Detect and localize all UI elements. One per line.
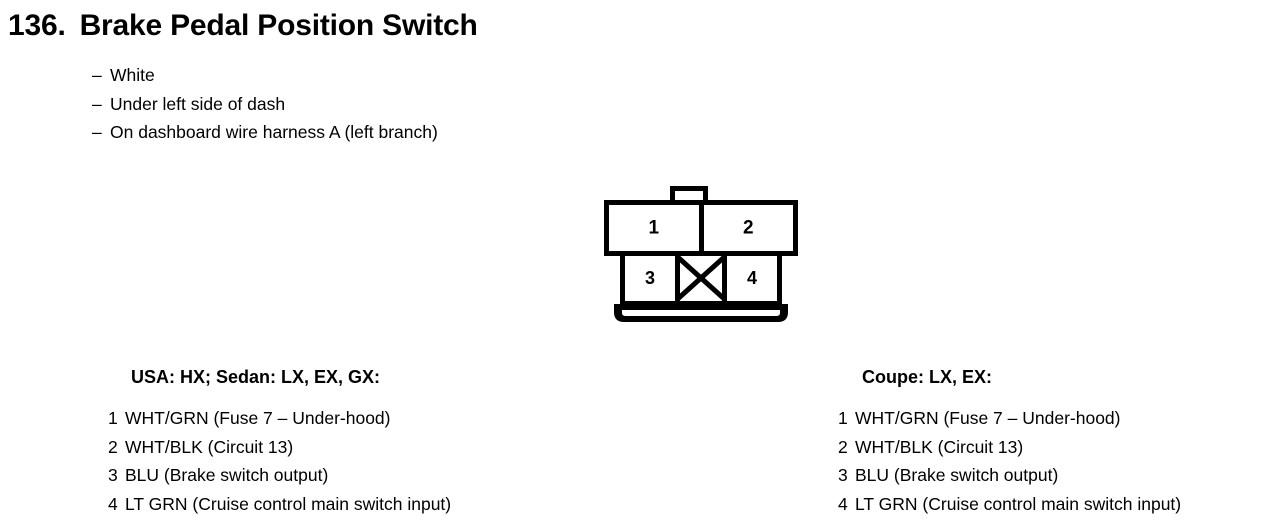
cavity-number-4: 4 [746,267,757,288]
x-cross-icon [680,254,722,301]
description-text: On dashboard wire harness A (left branch… [110,122,438,142]
connector-cavity-1: 1 [609,205,699,251]
connector-cavity-2: 2 [698,205,794,251]
bullet-dash-icon: – [92,65,102,85]
cavity-number-3: 3 [644,267,655,288]
description-text: White [110,65,155,85]
connector-bottom-row: 3 4 [620,254,782,306]
pin-description: WHT/GRN (Fuse 7 – Under-hood) [125,408,391,428]
description-text: Under left side of dash [110,93,286,114]
pin-column-heading: Coupe: LX, EX: [862,367,992,387]
pin-assignment-row: 2 WHT/BLK (Circuit 13) [838,433,1181,462]
pin-description: BLU (Brake switch output) [855,465,1059,485]
pin-description: WHT/BLK (Circuit 13) [125,436,294,457]
pin-column-heading: USA: HX; Sedan: LX, EX, GX: [131,367,381,387]
description-list: –White –Under left side of dash –On dash… [92,61,438,147]
pin-description: LT GRN (Cruise control main switch input… [855,493,1182,514]
pin-column-coupe: Coupe: LX, EX: 1 WHT/GRN (Fuse 7 – Under… [838,366,1181,518]
entry-title: Brake Pedal Position Switch [79,9,478,42]
connector-cavity-blank [675,254,727,301]
pin-assignment-row: 3 BLU (Brake switch output) [108,461,451,490]
connector-cavity-3: 3 [625,254,675,301]
pin-number: 3 [108,465,118,485]
pin-assignment-row: 1 WHT/GRN (Fuse 7 – Under-hood) [838,404,1181,433]
description-item: –Under left side of dash [92,90,438,119]
connector-bottom-skirt-icon [614,304,788,324]
connector-top-row: 1 2 [604,200,798,256]
pin-number: 2 [108,436,118,457]
pin-description: WHT/GRN (Fuse 7 – Under-hood) [855,408,1121,428]
connector-locking-tab-icon [670,186,708,200]
bullet-dash-icon: – [92,122,102,142]
pin-assignment-row: 3 BLU (Brake switch output) [838,461,1181,490]
connector-diagram: 1 2 3 4 [596,186,808,328]
pin-description: LT GRN (Cruise control main switch input… [125,493,452,514]
pin-number: 3 [838,465,848,485]
pin-assignment-row: 4 LT GRN (Cruise control main switch inp… [838,490,1181,519]
pin-assignment-row: 2 WHT/BLK (Circuit 13) [108,433,451,462]
entry-number: 136. [8,9,66,42]
cavity-number-2: 2 [742,217,754,239]
pin-number: 1 [108,408,118,428]
pin-assignment-row: 4 LT GRN (Cruise control main switch inp… [108,490,451,519]
connector-cavity-4: 4 [727,254,777,301]
pin-number: 4 [838,493,848,514]
page-title: 136. Brake Pedal Position Switch [8,8,478,44]
description-item: –On dashboard wire harness A (left branc… [92,118,438,147]
pin-description: BLU (Brake switch output) [125,465,329,485]
cavity-number-1: 1 [648,217,660,239]
pin-number: 4 [108,493,118,514]
pin-assignment-row: 1 WHT/GRN (Fuse 7 – Under-hood) [108,404,451,433]
pin-description: WHT/BLK (Circuit 13) [855,436,1024,457]
pin-number: 1 [838,408,848,428]
description-item: –White [92,61,438,90]
bullet-dash-icon: – [92,93,102,114]
pin-number: 2 [838,436,848,457]
pin-column-usa-sedan: USA: HX; Sedan: LX, EX, GX: 1 WHT/GRN (F… [108,366,451,518]
